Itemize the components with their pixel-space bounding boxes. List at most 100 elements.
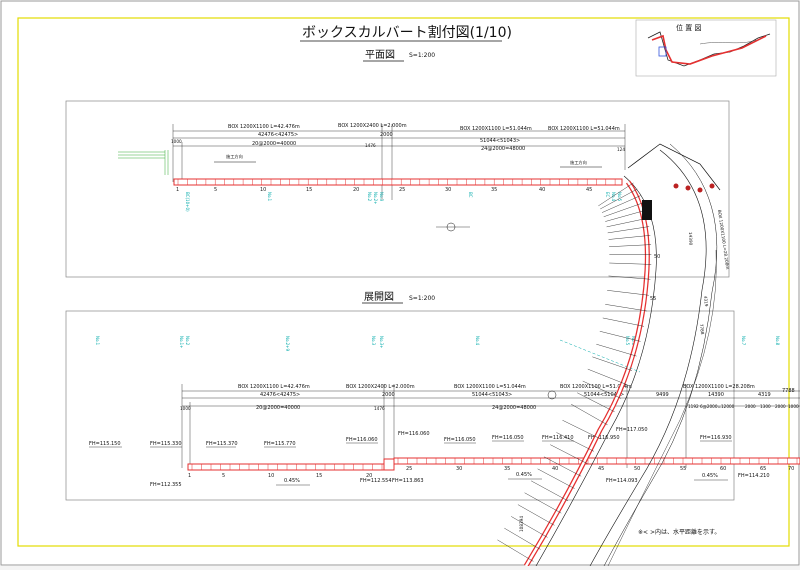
curve-cross-line	[604, 203, 644, 217]
fh-label: FH=115.150	[89, 441, 121, 447]
curve-cross-line	[588, 369, 627, 385]
inlet-node	[674, 184, 679, 189]
fh-label: FH=116.060	[346, 437, 378, 443]
dev-station: 10	[268, 473, 274, 479]
dev-dim-9499: 9499	[656, 392, 669, 398]
inlet-outline	[628, 144, 720, 190]
dev-dim-1476: 1476	[374, 406, 385, 411]
fh-label: FH=114.210	[738, 473, 770, 479]
dev-cyan-label: No.3	[371, 336, 376, 346]
dev-dim-1300: 1300	[760, 404, 771, 409]
plan-dim-box-d: BOX 1200X1100 L=51.044m	[548, 126, 620, 132]
inlet-node	[710, 184, 715, 189]
plan-station: 35	[491, 187, 497, 193]
plan-station: 10	[260, 187, 266, 193]
curve-cross-line	[511, 516, 547, 537]
plan-dim-box-c: BOX 1200X1100 L=51.044m	[460, 126, 532, 132]
plan-dim-2000: 2000	[380, 132, 393, 138]
dev-dim-14390: 14390	[708, 392, 724, 398]
dev-dim-2000b: 2000	[745, 404, 756, 409]
curve-cross-line	[608, 227, 650, 233]
dev-station: 25	[406, 466, 412, 472]
curve-cross-line	[531, 481, 568, 501]
dev-station: 1	[188, 473, 191, 479]
right-box-label: BOX 1200X1100 L=28.208m	[717, 209, 730, 269]
dev-dim-20x2000: 20@2000=40000	[256, 405, 300, 411]
dev-cyan-label: No.4	[475, 336, 480, 346]
plan-station: 30	[445, 187, 451, 193]
plan-stations: 1 5 10 15 20 25 30 35 40 45 50 55	[176, 187, 660, 302]
fh-label: FH=112.355	[150, 482, 182, 488]
plan-cyan-label: No.5	[617, 192, 622, 202]
dev-dim-box-b: BOX 1200X2400 L=2.000m	[346, 384, 415, 390]
fh-label: FH=117.050	[616, 427, 648, 433]
dev-station: 70	[788, 466, 794, 472]
plan-dim-51044: 51044<51043>	[480, 138, 520, 144]
plan-direction-2: 施工方向	[570, 159, 587, 166]
plan-dim-box-b: BOX 1200X2400 L=2.000m	[338, 123, 407, 129]
plan-station: 15	[306, 187, 312, 193]
plan-cyan-label: No.1	[267, 192, 272, 202]
plan-dim-1000: 1000	[171, 139, 182, 144]
dev-dim-51044a: 51044<51043>	[472, 392, 512, 398]
dev-station: 55	[680, 466, 686, 472]
fh-label: FH=115.770	[264, 441, 296, 447]
plan-dim-14390: 14390	[688, 232, 693, 246]
fh-label: FH=116.410	[542, 435, 574, 441]
curve-cross-line	[571, 404, 608, 425]
plan-cyan-label: No.4	[611, 192, 616, 202]
location-map-frame	[636, 20, 776, 76]
dev-cyan-label: No.7	[741, 336, 746, 346]
dev-dim-2000c: 2000	[775, 404, 786, 409]
plan-cyan-label: BC	[468, 192, 473, 198]
dev-cyan-label: No.1	[95, 336, 100, 346]
dev-dim-box-c: BOX 1200X1100 L=51.044m	[454, 384, 526, 390]
plan-scale: S=1:200	[409, 52, 435, 59]
dev-station: 30	[456, 466, 462, 472]
plan-cyan-label: BC(10+0)	[185, 192, 190, 212]
dev-cyan-label: No.2+9	[285, 336, 290, 352]
dev-dim-1192: 1192	[688, 404, 699, 409]
dev-dim-6x2000: 6@2000=12000	[700, 404, 735, 409]
plan-station: 45	[586, 187, 592, 193]
plan-station: 50	[654, 254, 660, 260]
dev-station: 15	[316, 473, 322, 479]
location-map: 位 置 図	[636, 20, 776, 76]
development-scale: S=1:200	[409, 295, 435, 302]
slope-label: 0.45%	[284, 478, 300, 484]
fh-label: FH=112.554	[360, 478, 392, 484]
dev-station: 50	[634, 466, 640, 472]
dev-dim-box-a: BOX 1200X1100 L=42.476m	[238, 384, 310, 390]
development-heading: 展開図	[364, 291, 394, 303]
plan-cyan-labels: BC(10+0) No.1 No.2 No.2+ No.3 BC EC No.4…	[185, 192, 622, 212]
plan-cyan-label: No.2+	[373, 192, 378, 205]
plan-green-hatch	[118, 150, 168, 175]
plan-cyan-label: EC	[605, 192, 610, 198]
plan-station: 1	[176, 187, 179, 193]
plan-dim-42476: 42476<42475>	[258, 132, 298, 138]
curve-cross-line	[592, 357, 632, 371]
fh-label: FH=116.050	[492, 435, 524, 441]
plan-direction-1: 施工方向	[226, 153, 243, 160]
curve-cross-line	[598, 183, 633, 206]
slope-label: 0.45%	[516, 472, 532, 478]
plan-station: 25	[399, 187, 405, 193]
curve-cross-line	[497, 540, 533, 562]
inlet-node	[686, 186, 691, 191]
dev-dim-1000: 1000	[180, 406, 191, 411]
curve-cross-line	[525, 493, 562, 513]
fh-label: FH=113.863	[392, 478, 424, 484]
dev-culvert-a	[188, 464, 384, 470]
fh-label: FH=114.093	[606, 478, 638, 484]
plan-dim-box-a: BOX 1200X1100 L=42.476m	[228, 124, 300, 130]
dev-dim-2000: 2000	[382, 392, 395, 398]
dev-cyan-label: No.5	[625, 336, 630, 346]
slope-label: 0.45%	[702, 473, 718, 479]
plan-cyan-label: No.3	[379, 192, 384, 202]
curve-outer-edge	[536, 176, 656, 566]
plan-dim-4319: 4319	[703, 296, 709, 307]
plan-dim-24x2000: 24@2000=48000	[481, 146, 525, 152]
dev-station: 5	[222, 473, 225, 479]
